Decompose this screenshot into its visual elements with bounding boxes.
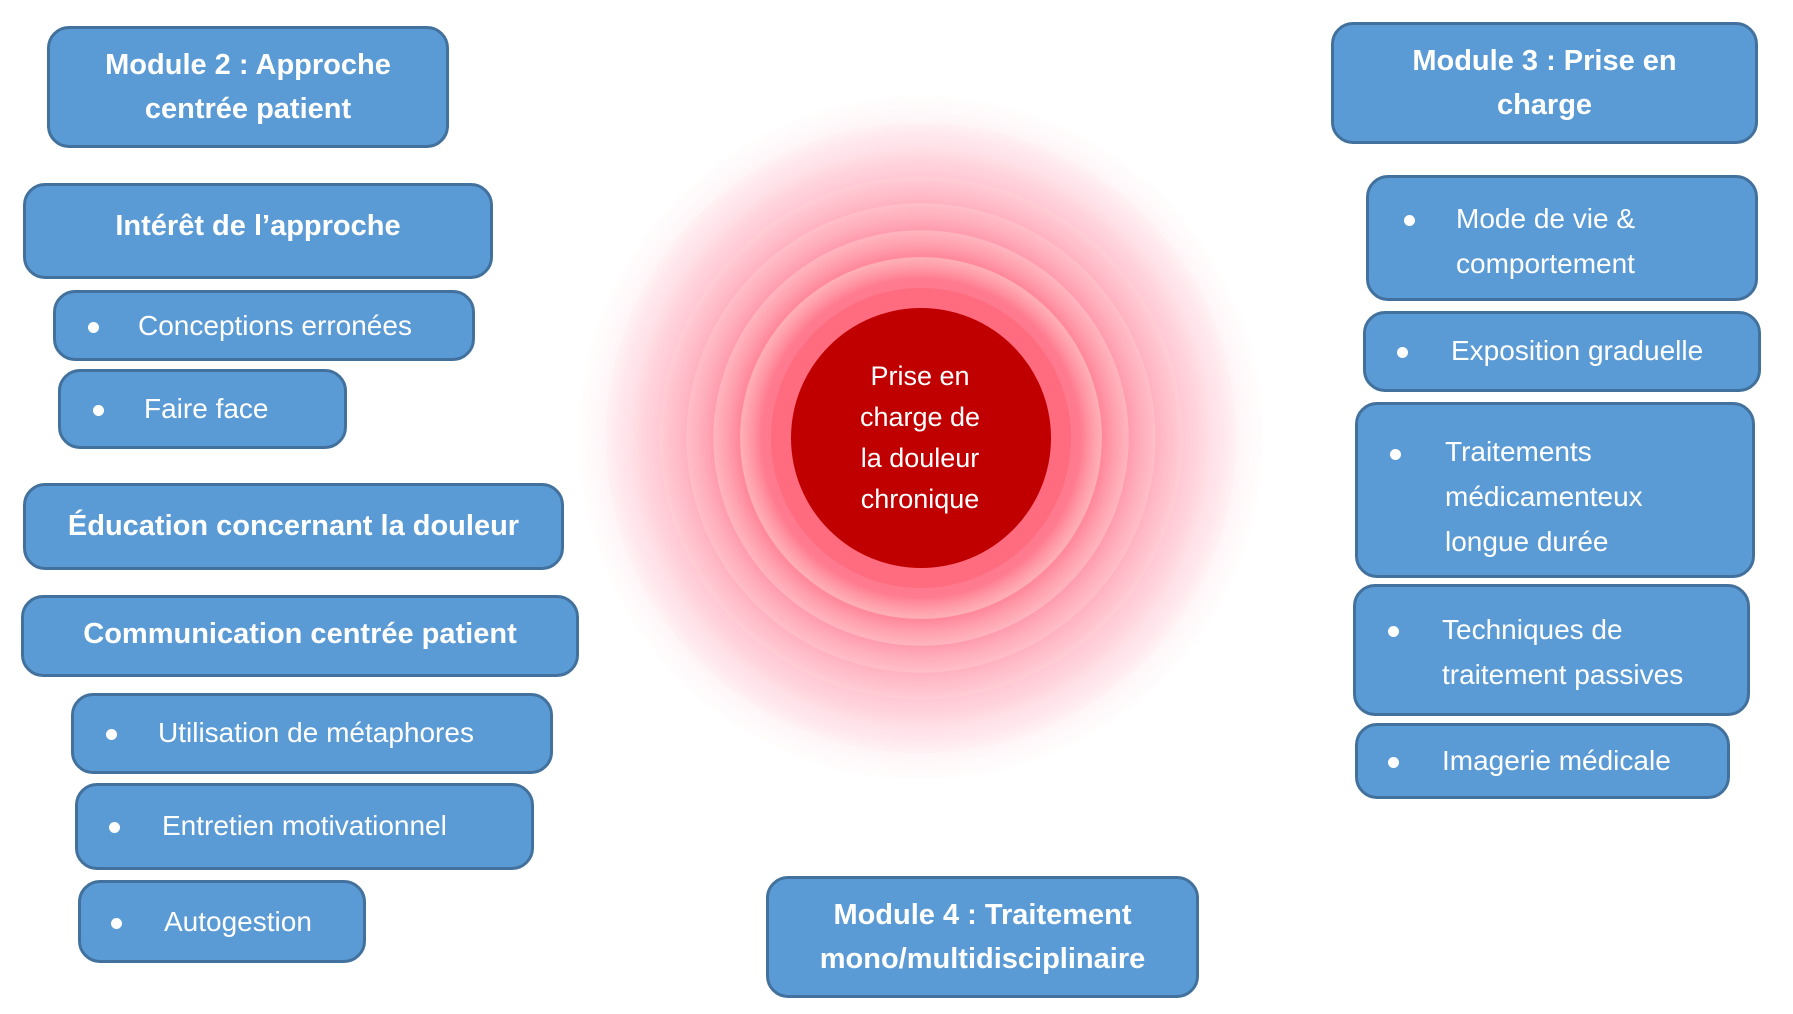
module-3-box[interactable]: Module 3 : Prise en charge [1331, 22, 1758, 144]
center-label-line: charge de [859, 402, 981, 432]
section-title: Éducation concernant la douleur [67, 510, 520, 542]
list-item-label: Entretien motivationnel [162, 810, 447, 841]
bullet-icon [88, 322, 99, 333]
list-item-label: Mode de vie & comportement [1456, 203, 1635, 279]
bullet-icon [111, 918, 122, 929]
bullet-icon [106, 729, 117, 740]
list-item-mode-de-vie[interactable]: Mode de vie & comportement [1366, 175, 1758, 301]
list-item-autogestion[interactable]: Autogestion [78, 880, 366, 963]
section-title: Intérêt de l’approche [115, 210, 401, 242]
list-item-utilisation-metaphores[interactable]: Utilisation de métaphores [71, 693, 553, 774]
list-item-label: Utilisation de métaphores [158, 717, 474, 748]
module-2-title: Module 2 : Approche centrée patient [105, 49, 391, 125]
center-label-line: chronique [860, 484, 980, 514]
section-education-douleur[interactable]: Éducation concernant la douleur [23, 483, 564, 570]
center-label-line: la douleur [860, 443, 980, 473]
list-item-label: Exposition graduelle [1451, 335, 1704, 366]
list-item-faire-face[interactable]: Faire face [58, 369, 347, 449]
concentric-rings [579, 96, 1263, 780]
list-item-label: Imagerie médicale [1442, 745, 1671, 776]
list-item-traitements-medicamenteux[interactable]: Traitements médicamenteux longue durée [1355, 402, 1755, 578]
section-title: Communication centrée patient [83, 618, 517, 650]
list-item-label: Conceptions erronées [138, 310, 412, 341]
bullet-icon [1388, 626, 1399, 637]
list-item-exposition-graduelle[interactable]: Exposition graduelle [1363, 311, 1761, 392]
bullet-icon [1404, 215, 1415, 226]
list-item-imagerie-medicale[interactable]: Imagerie médicale [1355, 723, 1730, 799]
module-3-title: Module 3 : Prise en charge [1412, 45, 1677, 121]
center-label: Prise en charge de la douleur chronique [820, 356, 1020, 520]
bullet-icon [109, 822, 120, 833]
bullet-icon [1388, 757, 1399, 768]
list-item-conceptions-erronees[interactable]: Conceptions erronées [53, 290, 475, 361]
list-item-label: Autogestion [164, 906, 312, 937]
list-item-label: Techniques de traitement passives [1442, 614, 1684, 690]
section-communication-centree-patient[interactable]: Communication centrée patient [21, 595, 579, 677]
list-item-label: Traitements médicamenteux longue durée [1445, 436, 1643, 557]
list-item-techniques-passives[interactable]: Techniques de traitement passives [1353, 584, 1750, 716]
module-4-box[interactable]: Module 4 : Traitement mono/multidiscipli… [766, 876, 1199, 998]
bullet-icon [1390, 449, 1401, 460]
list-item-entretien-motivationnel[interactable]: Entretien motivationnel [75, 783, 534, 870]
module-4-title: Module 4 : Traitement mono/multidiscipli… [819, 899, 1146, 975]
list-item-label: Faire face [144, 393, 269, 424]
section-interet-approche[interactable]: Intérêt de l’approche [23, 183, 493, 279]
core-disc [791, 308, 1051, 568]
center-label-line: Prise en [870, 361, 970, 391]
bullet-icon [93, 405, 104, 416]
bullet-icon [1397, 347, 1408, 358]
module-2-box[interactable]: Module 2 : Approche centrée patient [47, 26, 449, 148]
